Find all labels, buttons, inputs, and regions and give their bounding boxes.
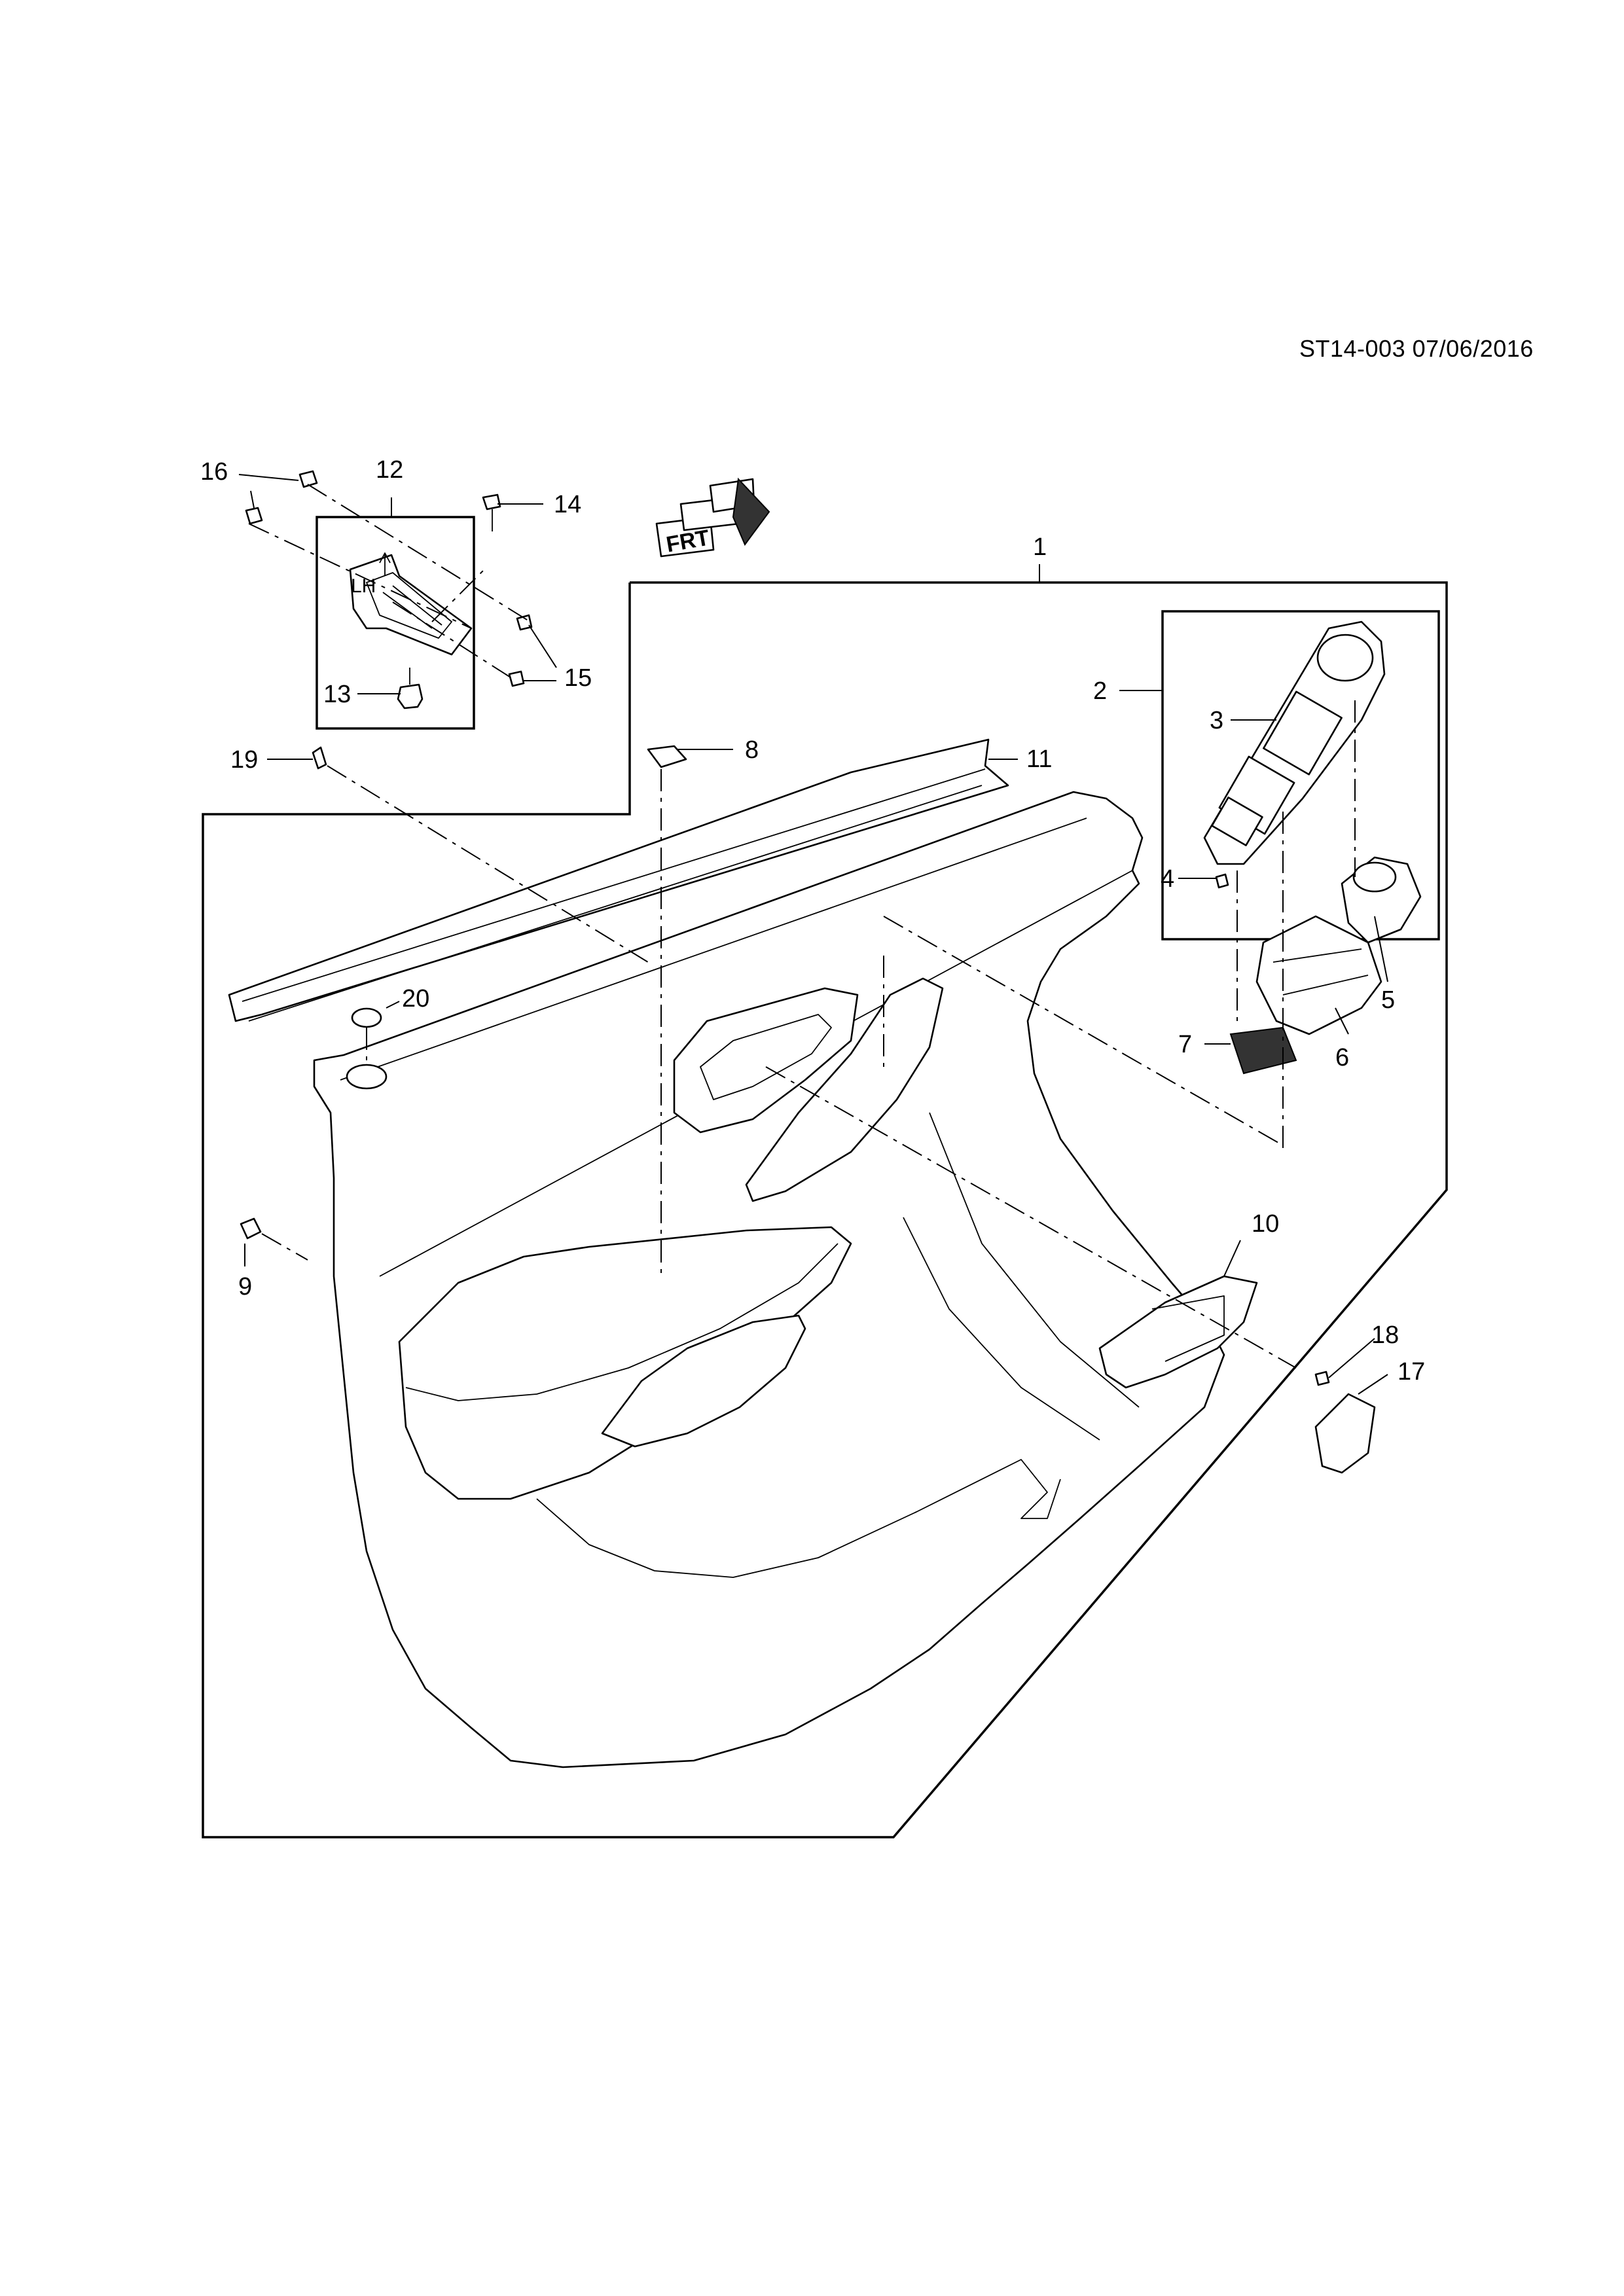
door-bracket-part: LH	[349, 552, 473, 656]
callout-9: 9	[238, 1273, 252, 1300]
assembly-centerlines	[248, 484, 1356, 1369]
callout-13: 13	[323, 681, 351, 708]
screw-18-part	[1314, 1371, 1330, 1386]
door-trim-panel-part	[313, 791, 1225, 1768]
callout-16: 16	[200, 458, 228, 486]
switch-bezel-inset-box	[1161, 610, 1440, 941]
callout-3: 3	[1210, 707, 1223, 734]
inside-handle-housing-part	[1098, 1275, 1258, 1389]
callout-14: 14	[554, 491, 581, 518]
callout-7: 7	[1178, 1031, 1192, 1058]
callout-15: 15	[564, 664, 592, 692]
window-belt-strip-part	[228, 738, 1009, 1022]
clip-9-part	[240, 1217, 262, 1240]
front-orientation-badge: FRT	[655, 477, 770, 558]
callout-1: 1	[1033, 533, 1047, 561]
callout-17: 17	[1398, 1358, 1425, 1386]
clip-16-lower-part	[245, 507, 263, 525]
screw-4-part	[1215, 873, 1229, 889]
bracket-side-mark: LH	[351, 575, 376, 597]
switch-bezel-part	[1203, 620, 1386, 865]
window-switch-part	[1255, 915, 1382, 1035]
clip-13-part	[397, 668, 424, 709]
clip-16-upper-part	[298, 470, 318, 488]
callout-4: 4	[1161, 865, 1174, 893]
callout-11: 11	[1026, 745, 1052, 773]
callout-8: 8	[745, 736, 759, 764]
mirror-switch-part	[1341, 856, 1422, 944]
callout-2: 2	[1093, 677, 1107, 705]
callout-20: 20	[402, 985, 429, 1013]
bracket-inset-box	[316, 516, 475, 730]
grommet-20-part	[346, 1007, 388, 1090]
callout-10: 10	[1252, 1210, 1279, 1238]
callout-5: 5	[1381, 986, 1395, 1014]
document-reference: ST14-003 07/06/2016	[1299, 335, 1534, 362]
cover-17-part	[1314, 1393, 1376, 1474]
callout-18: 18	[1371, 1321, 1399, 1349]
callout-19: 19	[230, 746, 258, 774]
screw-14-part	[482, 493, 501, 531]
single-window-switch-part	[1229, 1026, 1297, 1075]
callout-labels: 1 2 3 4 5 6 7 8 9 10 11 12 13 14 15 16 1…	[200, 456, 1425, 1386]
callout-leaders	[238, 474, 1388, 1395]
clip-19-part	[312, 746, 327, 770]
assembly-frame	[202, 581, 1448, 1839]
callout-6: 6	[1335, 1044, 1349, 1071]
clip-8-part	[647, 745, 687, 768]
screw-15-upper-part	[516, 614, 533, 631]
screw-15-lower-part	[508, 670, 525, 687]
callout-12: 12	[376, 456, 403, 484]
